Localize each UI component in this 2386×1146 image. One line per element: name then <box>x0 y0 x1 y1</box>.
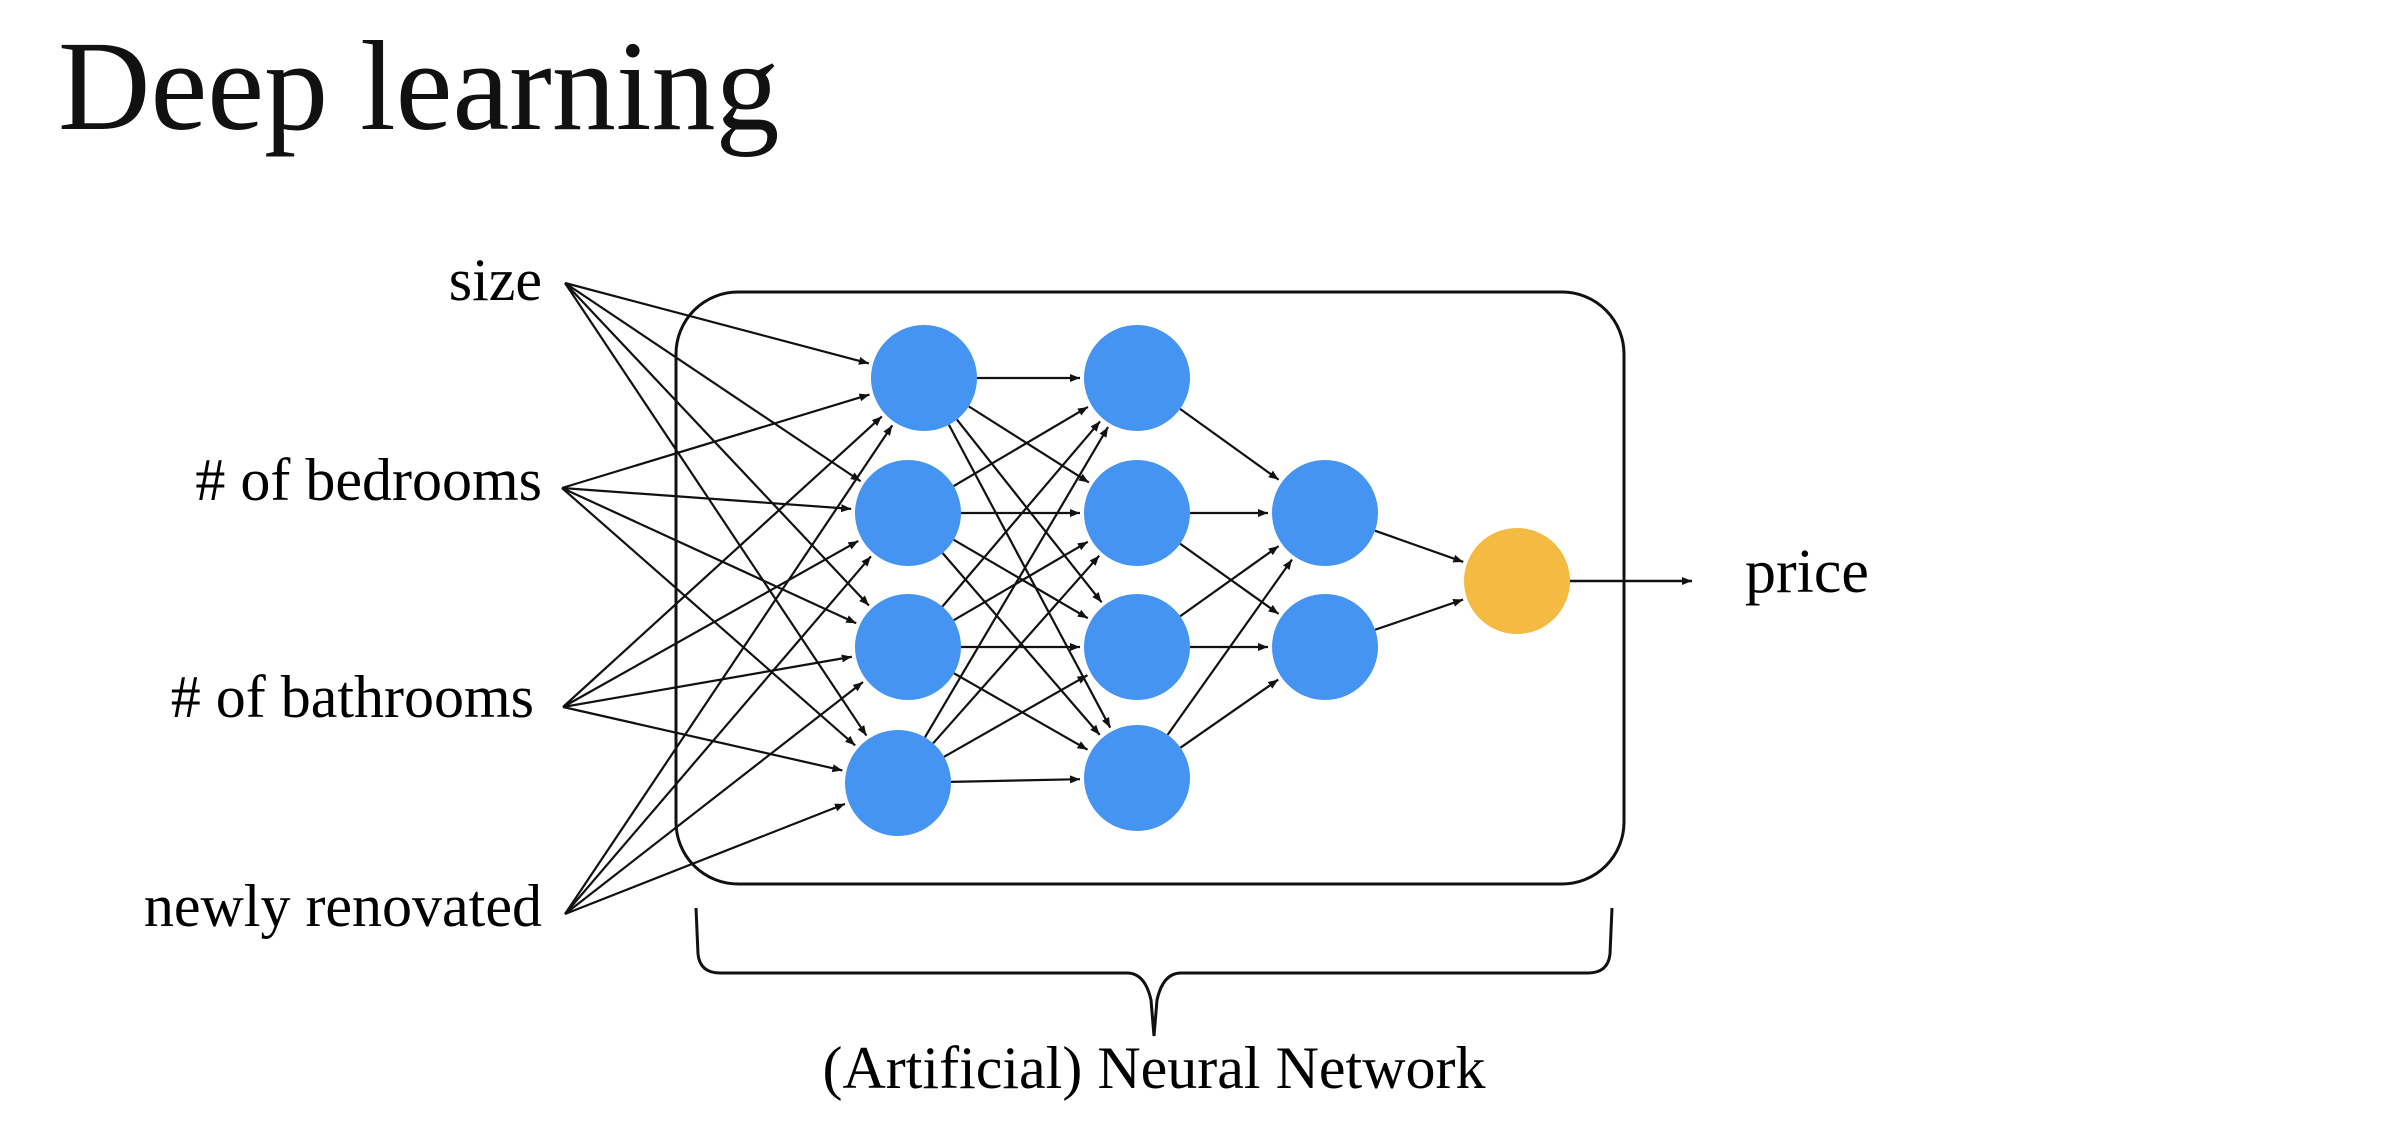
edge-h1n1-h2n0 <box>953 405 1089 488</box>
edge-input2-h1n3 <box>562 705 843 773</box>
hidden-layer1-node-0 <box>871 325 977 431</box>
edge-input0-h1n0 <box>564 281 870 365</box>
edge-input3-h1n3 <box>564 802 846 916</box>
edge-h1n0-h2n1 <box>968 405 1090 484</box>
network-nodes <box>845 325 1570 836</box>
edge-h2n3-h3n0 <box>1166 558 1293 736</box>
edge-input2-h1n2 <box>562 654 853 709</box>
network-caption: (Artificial) Neural Network <box>822 1035 1485 1101</box>
connection-edges <box>561 281 1692 916</box>
edge-h1n3-h2n0 <box>923 426 1109 738</box>
edge-h3n1-output <box>1374 598 1464 631</box>
edge-h2n0-h3n0 <box>1179 408 1280 481</box>
edge-h2n2-h3n0 <box>1179 545 1280 618</box>
edge-h1n3-h2n3 <box>950 775 1081 784</box>
input-label-bedrooms: # of bedrooms <box>195 447 542 513</box>
edge-h1n2-h2n1 <box>953 540 1089 622</box>
edge-input3-h1n1 <box>564 555 872 915</box>
edge-h1n3-h2n1 <box>932 554 1101 745</box>
edge-h1n1-h2n2 <box>953 538 1089 620</box>
edge-h3n0-output <box>1374 529 1464 564</box>
hidden-layer1-node-3 <box>845 730 951 836</box>
hidden-layer2-node-2 <box>1084 594 1190 700</box>
input-label-renovated: newly renovated <box>144 873 542 939</box>
hidden-layer1-node-1 <box>855 460 961 566</box>
output-node <box>1464 528 1570 634</box>
output-label-price: price <box>1745 538 1869 606</box>
hidden-layer2-node-0 <box>1084 325 1190 431</box>
input-label-bathrooms: # of bathrooms <box>171 664 534 730</box>
edge-input1-h1n3 <box>561 487 856 747</box>
edge-h1n2-h2n3 <box>953 672 1089 751</box>
edge-input3-h1n0 <box>564 424 894 915</box>
edge-h1n2-h2n0 <box>941 420 1101 608</box>
slide-title: Deep learning <box>58 15 780 157</box>
edge-input3-h1n2 <box>564 681 864 915</box>
edge-input0-h1n2 <box>564 282 870 607</box>
edge-input1-h1n1 <box>561 486 852 513</box>
hidden-layer2-node-1 <box>1084 460 1190 566</box>
hidden-layer3-node-0 <box>1272 460 1378 566</box>
input-label-size: size <box>449 247 542 313</box>
edge-input1-h1n2 <box>561 487 857 625</box>
network-brace <box>694 907 1614 1037</box>
edge-h2n1-h3n1 <box>1179 542 1280 615</box>
edge-input2-h1n0 <box>562 415 883 708</box>
edge-h1n3-h2n2 <box>943 674 1089 758</box>
edge-input0-h1n3 <box>564 282 868 737</box>
edge-h2n3-h3n1 <box>1179 678 1279 749</box>
edge-input2-h1n1 <box>562 539 859 708</box>
hidden-layer1-node-2 <box>855 594 961 700</box>
hidden-layer3-node-1 <box>1272 594 1378 700</box>
hidden-layer2-node-3 <box>1084 725 1190 831</box>
edge-input0-h1n1 <box>564 282 862 483</box>
edge-input1-h1n0 <box>561 393 870 490</box>
edge-h1n0-h2n2 <box>956 418 1103 603</box>
